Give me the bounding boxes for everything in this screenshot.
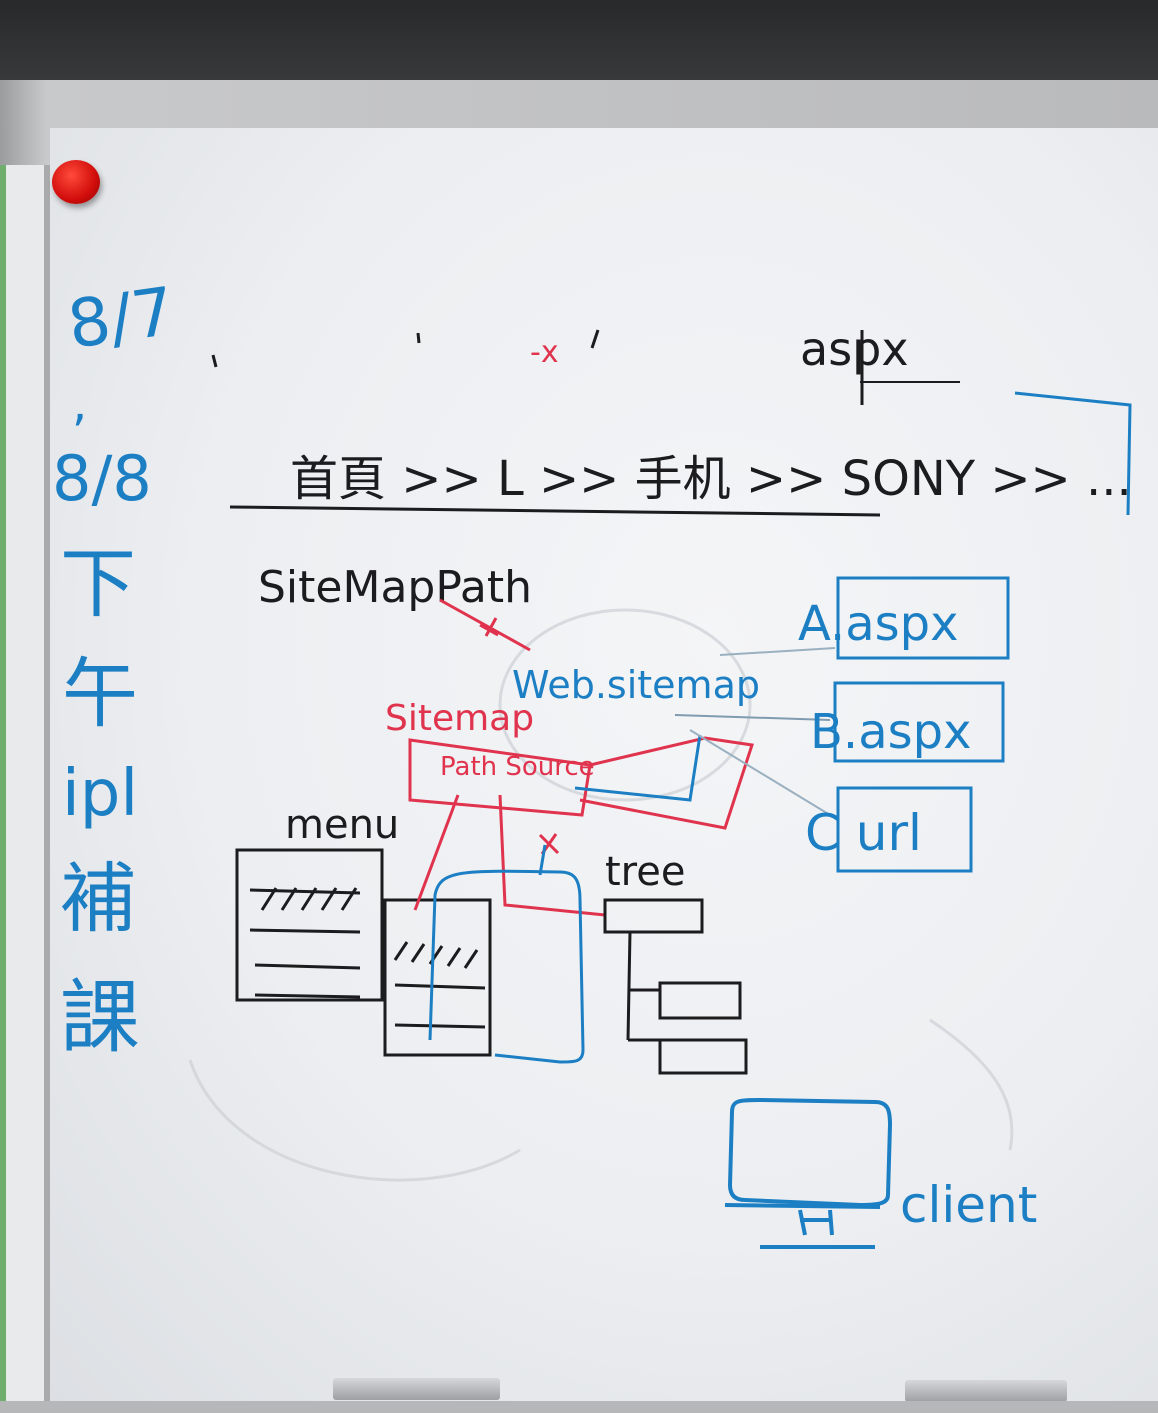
blue-tick (538, 844, 547, 876)
red-outline-extension (579, 736, 754, 830)
red-x-top: -x (530, 335, 559, 370)
client-monitor-sketch (724, 1097, 893, 1249)
breadcrumb-text: 首頁 >> L >> 手机 >> SONY >> ... (290, 451, 1132, 507)
page-list: A.aspx B.aspx C url (798, 576, 1010, 873)
marker-tray-clip-right (905, 1380, 1067, 1402)
red-link-menu (413, 794, 460, 911)
side-note-char-3: ipl (62, 757, 138, 831)
red-magnet (52, 160, 100, 204)
side-note-char-5: 課 (60, 971, 140, 1064)
tree-child-node-2 (658, 1038, 748, 1075)
gray-link-c (689, 729, 831, 816)
red-arrow-sitemappath (439, 598, 531, 652)
marker-tray (0, 1401, 1158, 1413)
gray-link-a (719, 647, 836, 656)
whiteboard-left-edge (0, 165, 52, 1405)
side-note: 8/7 , 8/8 下 午 ipl 補 課 (52, 273, 179, 1064)
marker-tray-clip-left (333, 1378, 500, 1400)
side-note-date-1: 8/7 (63, 273, 179, 364)
blue-outline-menu (428, 869, 585, 1064)
side-note-char-2: 午 (62, 649, 138, 738)
datasource-label: Path Source (440, 752, 595, 782)
c-url-box (836, 786, 973, 873)
submenu-box (383, 898, 492, 1057)
side-note-char-4: 補 (60, 854, 136, 943)
c-url-label: C url (805, 804, 922, 862)
gray-link-b (674, 714, 831, 721)
sitemappath-label: SiteMapPath (258, 562, 532, 613)
web-sitemap-label: Web.sitemap (512, 663, 760, 707)
a-aspx-box (836, 576, 1010, 660)
tree-child-node-1 (658, 981, 742, 1020)
tree-root-node (603, 898, 704, 934)
menu-sketch (235, 848, 492, 1057)
side-note-date-2: 8/8 (52, 442, 152, 515)
datasource-box (408, 738, 592, 817)
whiteboard-surface (50, 128, 1158, 1405)
blue-link-sitemap (574, 734, 702, 802)
side-note-char-1: 下 (60, 539, 136, 628)
client-label: client (900, 1176, 1037, 1234)
red-link-tree (498, 794, 606, 917)
blue-bracket (1014, 391, 1132, 516)
top-marks: -x aspx (211, 322, 960, 405)
b-aspx-label: B.aspx (810, 704, 971, 760)
breadcrumb-sketch: 首頁 >> L >> 手机 >> SONY >> ... (229, 451, 1132, 517)
sitemap-label: Sitemap (385, 698, 534, 739)
side-note-comma: , (72, 376, 87, 432)
aspx-top-label: aspx (800, 322, 909, 376)
tree-label: tree (605, 849, 685, 895)
a-aspx-label: A.aspx (798, 596, 959, 652)
red-x-mark-1 (479, 617, 499, 637)
ghost-marks (188, 608, 1014, 1182)
tree-sketch (603, 898, 748, 1075)
menu-label: menu (285, 802, 399, 848)
b-aspx-box (833, 681, 1005, 763)
menu-box (235, 848, 384, 1002)
